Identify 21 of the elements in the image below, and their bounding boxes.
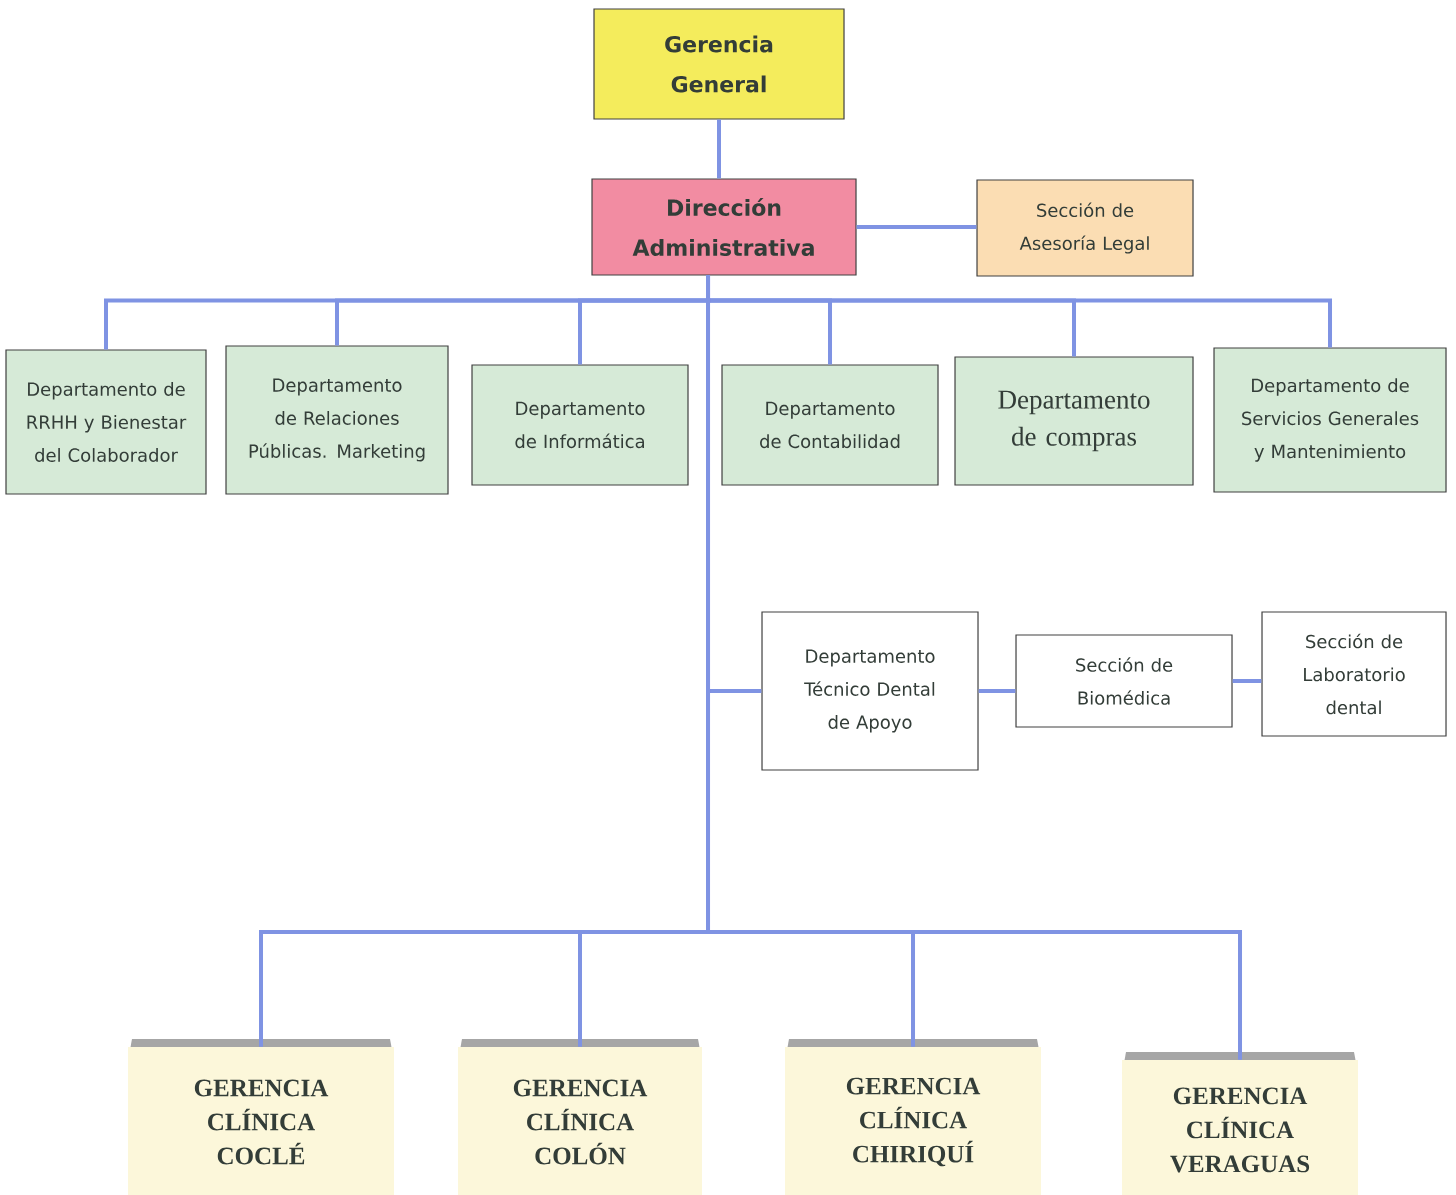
clinic-box: GERENCIA CLÍNICA COCLÉ bbox=[128, 1039, 394, 1195]
section-box: Sección de Biomédica bbox=[1015, 634, 1233, 728]
connector-line bbox=[717, 119, 721, 179]
connector-line bbox=[978, 689, 1016, 693]
connector-line bbox=[856, 225, 977, 229]
department-box: Departamento Técnico Dental de Apoyo bbox=[761, 611, 979, 771]
section-box: Sección de Laboratorio dental bbox=[1261, 611, 1447, 737]
clinic-box: GERENCIA CLÍNICA COLÓN bbox=[458, 1039, 702, 1195]
clinic-box: GERENCIA CLÍNICA VERAGUAS bbox=[1122, 1052, 1358, 1195]
director-box: Dirección Administrativa bbox=[591, 178, 857, 276]
department-box: Departamento de Contabilidad bbox=[721, 364, 939, 486]
connector-line bbox=[706, 275, 1242, 1060]
department-box: Departamento de RRHH y Bienestar del Colaborador bbox=[5, 349, 207, 495]
clinic-box: GERENCIA CLÍNICA CHIRIQUÍ bbox=[785, 1039, 1041, 1195]
connector-line bbox=[1232, 679, 1262, 683]
department-box: Departamento de Servicios Generales y Mantenimiento bbox=[1213, 347, 1447, 493]
department-box: Departamento de Informática bbox=[471, 364, 689, 486]
title-box: Gerencia General bbox=[593, 8, 845, 120]
department-box: Departamento de compras bbox=[954, 356, 1194, 486]
section-box: Sección de Asesoría Legal bbox=[976, 179, 1194, 277]
department-box: Departamento de Relaciones Públicas. Marketing bbox=[225, 345, 449, 495]
